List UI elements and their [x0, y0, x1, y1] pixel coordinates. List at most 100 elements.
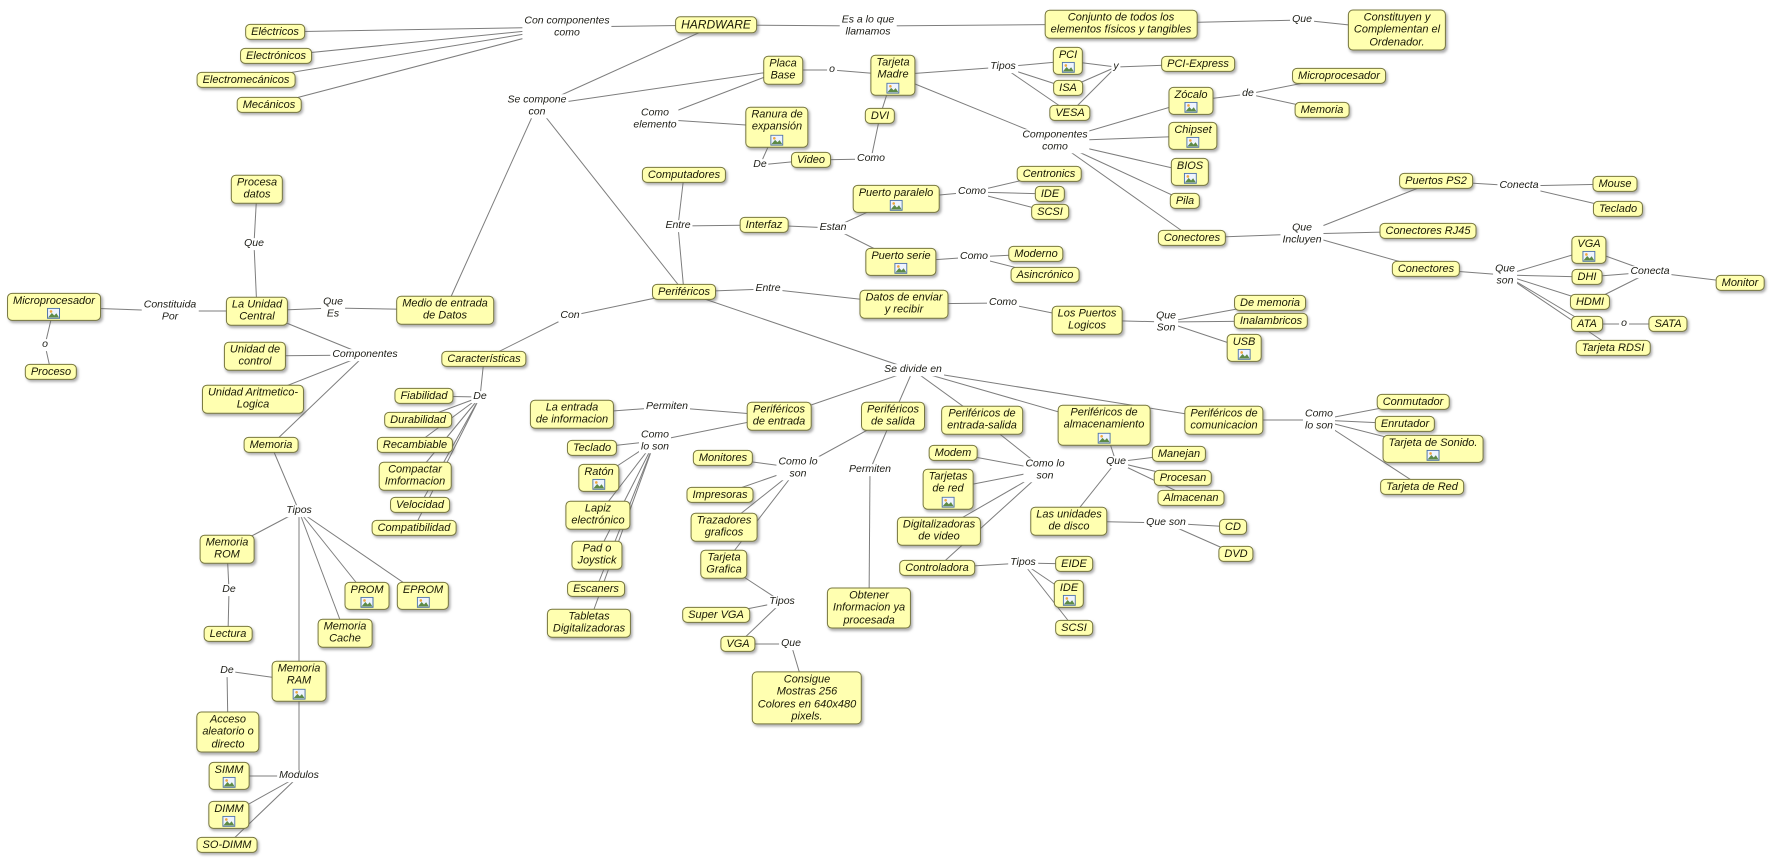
node-fiabilidad[interactable]: Fiabilidad — [394, 387, 454, 405]
node-hardware[interactable]: HARDWARE — [675, 16, 757, 34]
node-compatibilidad[interactable]: Compatibilidad — [371, 519, 457, 537]
node-manejan[interactable]: Manejan — [1151, 445, 1207, 463]
node-perif_es[interactable]: Periféricos de entrada-salida — [941, 405, 1023, 435]
node-unidades_disco[interactable]: Las unidades de disco — [1030, 506, 1108, 536]
node-procesan[interactable]: Procesan — [1153, 469, 1213, 487]
node-simm[interactable]: SIMM — [208, 761, 250, 791]
node-asincronico[interactable]: Asincrónico — [1010, 266, 1080, 284]
node-tabletas[interactable]: Tabletas Digitalizadoras — [546, 608, 632, 638]
node-dvi[interactable]: DVI — [864, 107, 896, 125]
node-unidad_control[interactable]: Unidad de control — [223, 341, 287, 371]
node-acceso[interactable]: Acceso aleatorio o directo — [196, 711, 260, 753]
node-scsi_t[interactable]: SCSI — [1031, 203, 1069, 221]
image-resource-icon[interactable] — [1183, 173, 1197, 185]
node-super_vga[interactable]: Super VGA — [682, 606, 750, 624]
node-teclado_r[interactable]: Teclado — [1592, 200, 1644, 218]
image-resource-icon[interactable] — [1426, 450, 1440, 462]
node-ide_b[interactable]: IDE — [1053, 579, 1085, 609]
node-de_memoria[interactable]: De memoria — [1234, 294, 1306, 312]
image-resource-icon[interactable] — [47, 308, 61, 320]
node-compactar[interactable]: Compactar Imformacion — [378, 461, 452, 491]
image-resource-icon[interactable] — [889, 200, 903, 212]
node-tarjeta_madre[interactable]: Tarjeta Madre — [870, 54, 916, 96]
node-enrutador[interactable]: Enrutador — [1374, 415, 1436, 433]
node-perif_entrada[interactable]: Periféricos de entrada — [746, 401, 812, 431]
node-trazadores[interactable]: Trazadores graficos — [690, 512, 758, 542]
node-puertos_logicos[interactable]: Los Puertos Logicos — [1051, 305, 1123, 335]
node-conjunto[interactable]: Conjunto de todos los elementos físicos … — [1044, 9, 1198, 39]
node-computadores[interactable]: Computadores — [641, 166, 727, 184]
node-vga_r[interactable]: VGA — [1571, 235, 1607, 265]
node-escaners[interactable]: Escaners — [567, 580, 625, 598]
node-puerto_serie[interactable]: Puerto serie — [865, 247, 937, 277]
node-almacenan[interactable]: Almacenan — [1157, 489, 1225, 507]
node-conectores_m[interactable]: Conectores — [1157, 229, 1227, 247]
node-memoria_rom[interactable]: Memoria ROM — [199, 534, 255, 564]
image-resource-icon[interactable] — [1582, 251, 1596, 263]
node-sata[interactable]: SATA — [1648, 315, 1688, 333]
node-ranura[interactable]: Ranura de expansión — [745, 106, 809, 148]
node-micro_r[interactable]: Microprocesador — [1292, 67, 1386, 85]
image-resource-icon[interactable] — [592, 479, 606, 491]
image-resource-icon[interactable] — [1097, 432, 1111, 444]
node-ata[interactable]: ATA — [1571, 315, 1603, 333]
node-micro_l[interactable]: Microprocesador — [7, 292, 101, 322]
node-teclado_l[interactable]: Teclado — [566, 439, 618, 457]
image-resource-icon[interactable] — [770, 134, 784, 146]
node-puertos_ps2[interactable]: Puertos PS2 — [1399, 172, 1473, 190]
node-dhi[interactable]: DHI — [1571, 268, 1603, 286]
node-pila[interactable]: Pila — [1169, 192, 1201, 210]
node-dimm[interactable]: DIMM — [208, 800, 250, 830]
image-resource-icon[interactable] — [1184, 102, 1198, 114]
node-hdmi[interactable]: HDMI — [1569, 293, 1611, 311]
node-mecanicos[interactable]: Mecánicos — [236, 96, 302, 114]
image-resource-icon[interactable] — [1062, 595, 1076, 607]
node-constituyen[interactable]: Constituyen y Complementan el Ordenador. — [1347, 9, 1447, 51]
image-resource-icon[interactable] — [1186, 137, 1200, 149]
node-monitor_r[interactable]: Monitor — [1715, 274, 1765, 292]
node-memoria_ram[interactable]: Memoria RAM — [271, 660, 327, 702]
node-rj45[interactable]: Conectores RJ45 — [1379, 222, 1477, 240]
node-monitores[interactable]: Monitores — [692, 449, 754, 467]
node-electromecanicos[interactable]: Electromecánicos — [196, 71, 296, 89]
node-interfaz[interactable]: Interfaz — [739, 216, 789, 234]
node-caracteristicas[interactable]: Características — [441, 350, 527, 368]
node-memoria_cache[interactable]: Memoria Cache — [317, 618, 373, 648]
node-so_dimm[interactable]: SO-DIMM — [196, 836, 258, 854]
node-centronics[interactable]: Centronics — [1016, 165, 1082, 183]
node-usb[interactable]: USB — [1226, 333, 1262, 363]
node-zocalo[interactable]: Zócalo — [1168, 86, 1214, 116]
node-mouse[interactable]: Mouse — [1592, 175, 1638, 193]
node-tarjeta_red_r[interactable]: Tarjeta de Red — [1380, 478, 1464, 496]
node-unidad_aritmetica[interactable]: Unidad Aritmetico- Logica — [201, 384, 305, 414]
node-electricos[interactable]: Eléctricos — [245, 23, 305, 41]
node-tarjeta_grafica[interactable]: Tarjeta Grafica — [700, 549, 748, 579]
node-impresoras[interactable]: Impresoras — [686, 486, 754, 504]
node-electronicos[interactable]: Electrónicos — [240, 47, 312, 65]
node-conectores2[interactable]: Conectores — [1391, 260, 1461, 278]
image-resource-icon[interactable] — [360, 597, 374, 609]
node-pci_express[interactable]: PCI-Express — [1161, 55, 1235, 73]
node-dvd[interactable]: DVD — [1218, 545, 1254, 563]
node-cd[interactable]: CD — [1219, 518, 1247, 536]
node-consigue[interactable]: Consigue Mostras 256 Colores en 640x480 … — [751, 671, 863, 725]
node-lectura[interactable]: Lectura — [203, 625, 253, 643]
image-resource-icon[interactable] — [222, 777, 236, 789]
node-vesa[interactable]: VESA — [1049, 104, 1091, 122]
node-moderno[interactable]: Moderno — [1008, 245, 1064, 263]
node-procesa_datos[interactable]: Procesa datos — [230, 174, 284, 204]
node-datos_enviar[interactable]: Datos de enviar y recibir — [859, 289, 949, 319]
image-resource-icon[interactable] — [886, 82, 900, 94]
node-scsi_b[interactable]: SCSI — [1055, 619, 1093, 637]
image-resource-icon[interactable] — [894, 263, 908, 275]
image-resource-icon[interactable] — [416, 597, 430, 609]
node-durabilidad[interactable]: Durabilidad — [384, 411, 452, 429]
node-memoria_r[interactable]: Memoria — [1294, 101, 1350, 119]
node-perif_salida[interactable]: Periféricos de salida — [861, 401, 925, 431]
node-pci[interactable]: PCI — [1052, 46, 1084, 76]
node-inalambricos[interactable]: Inalambricos — [1233, 312, 1309, 330]
node-bios[interactable]: BIOS — [1170, 157, 1210, 187]
node-isa[interactable]: ISA — [1053, 79, 1083, 97]
node-vga_l[interactable]: VGA — [720, 635, 756, 653]
node-eprom[interactable]: EPROM — [396, 581, 450, 611]
